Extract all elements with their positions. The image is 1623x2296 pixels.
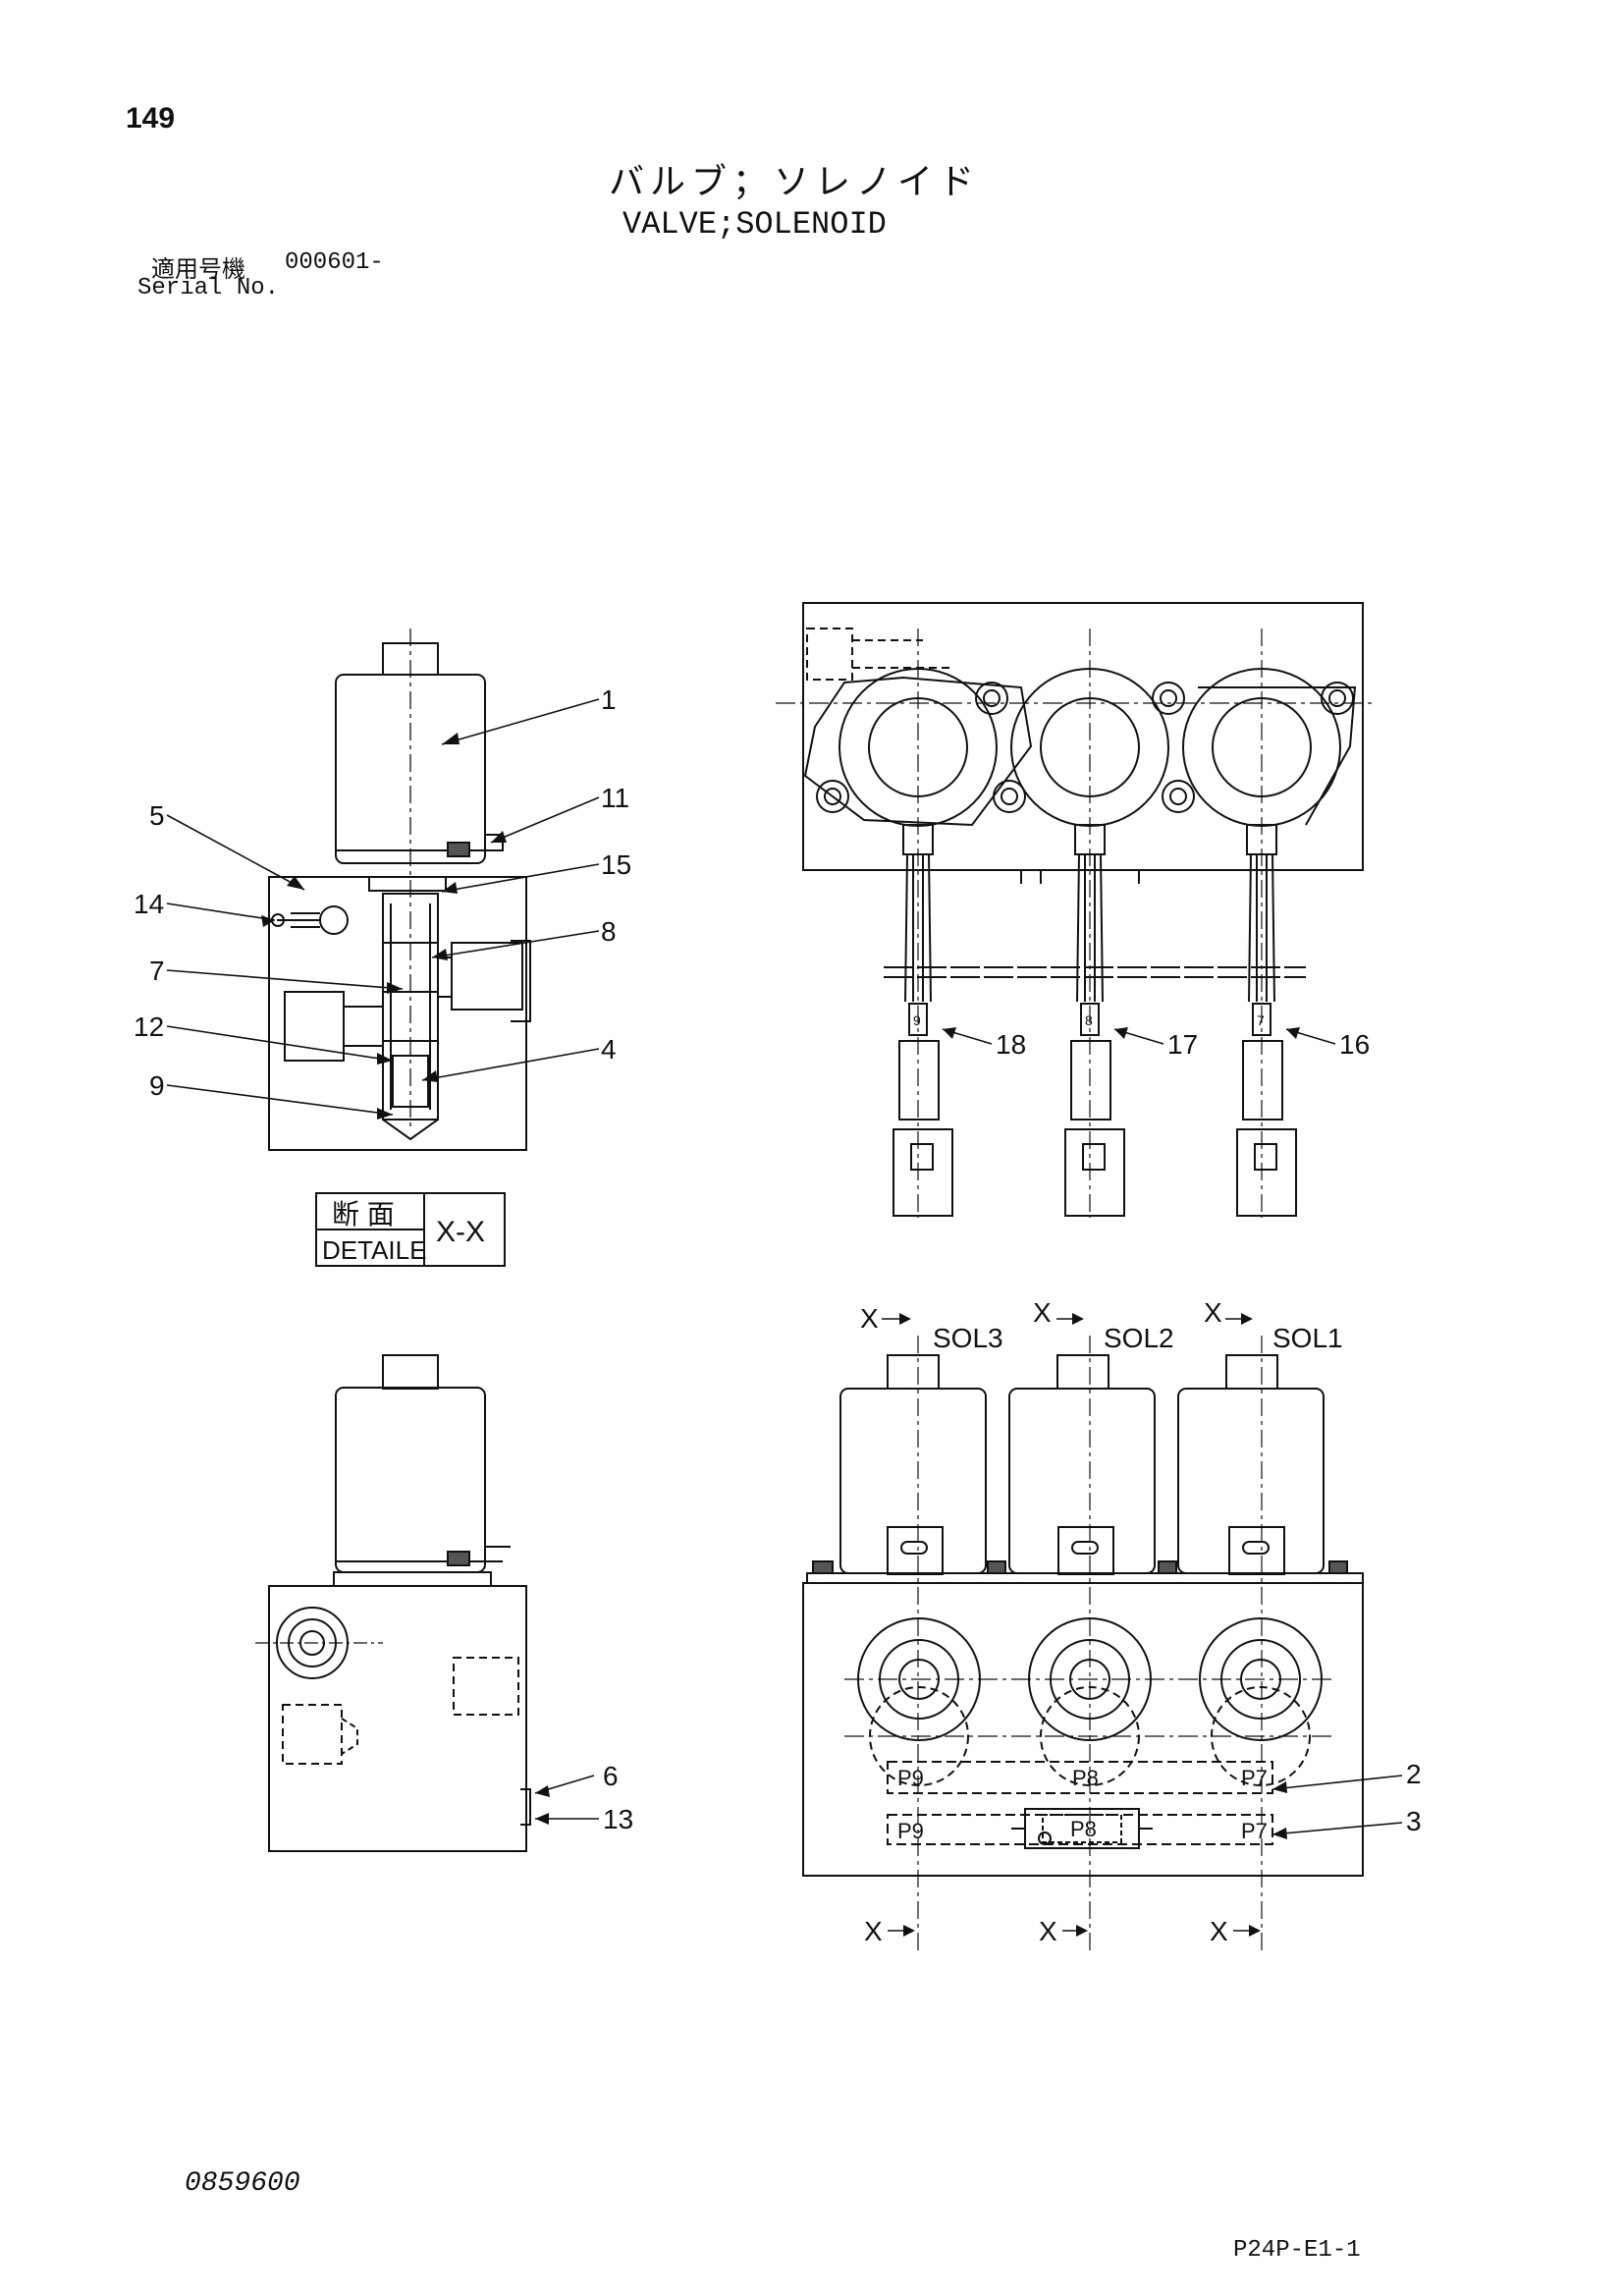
callout-13: 13	[603, 1804, 633, 1834]
section-mark-x: X	[860, 1303, 879, 1334]
section-label-view: X-X	[436, 1216, 485, 1248]
title-japanese: バルブ；ソレノイド	[609, 162, 981, 202]
section-mark-x: X	[1204, 1297, 1222, 1328]
sol2-label: SOL2	[1104, 1323, 1174, 1353]
callout-2: 2	[1406, 1759, 1422, 1789]
callout-1: 1	[601, 684, 617, 715]
callout-3: 3	[1406, 1806, 1422, 1836]
section-label-en: DETAILE	[322, 1235, 426, 1265]
callout-7: 7	[149, 956, 165, 986]
section-mark-x: X	[1039, 1916, 1057, 1946]
port-p8: P8	[1072, 1766, 1099, 1790]
callout-4: 4	[601, 1034, 617, 1065]
page-number: 149	[126, 102, 176, 135]
title-english: VALVE;SOLENOID	[622, 206, 887, 243]
section-label-box	[315, 1192, 506, 1267]
section-view-xx	[268, 629, 531, 1151]
front-view	[802, 1318, 1403, 1954]
callout-9: 9	[149, 1070, 165, 1101]
connector-tag-8: 8	[1085, 1012, 1093, 1028]
port-p7: P7	[1241, 1819, 1268, 1843]
section-mark-x: X	[1033, 1297, 1052, 1328]
callout-5: 5	[149, 800, 165, 831]
port-p9: P9	[897, 1819, 924, 1843]
section-mark-x: X	[1210, 1916, 1228, 1946]
connector-tag-7: 7	[1257, 1012, 1265, 1028]
callout-14: 14	[134, 889, 164, 919]
document-code: 0859600	[185, 2168, 300, 2199]
callout-12: 12	[134, 1011, 164, 1042]
callout-18: 18	[996, 1029, 1026, 1060]
sol3-label: SOL3	[933, 1323, 1003, 1353]
port-p8: P8	[1070, 1817, 1097, 1841]
serial-label-english: Serial No.	[137, 275, 280, 301]
connector-tag-9: 9	[913, 1012, 921, 1028]
callout-8: 8	[601, 916, 617, 947]
section-label-jp: 断 面	[332, 1199, 395, 1230]
sol1-label: SOL1	[1272, 1323, 1343, 1353]
callout-6: 6	[603, 1761, 619, 1791]
port-p7: P7	[1241, 1766, 1268, 1790]
callout-11: 11	[601, 783, 629, 813]
serial-value: 000601-	[285, 249, 384, 276]
leader-lines-left	[166, 698, 600, 1116]
section-mark-x: X	[864, 1916, 883, 1946]
top-view	[776, 602, 1375, 1218]
side-view	[255, 1354, 599, 1852]
page-code: P24P-E1-1	[1233, 2237, 1361, 2264]
serial-label-japanese: 適用号機	[151, 255, 245, 283]
callout-17: 17	[1167, 1029, 1198, 1060]
callout-16: 16	[1339, 1029, 1370, 1060]
callout-15: 15	[601, 849, 631, 880]
port-p9: P9	[897, 1766, 924, 1790]
